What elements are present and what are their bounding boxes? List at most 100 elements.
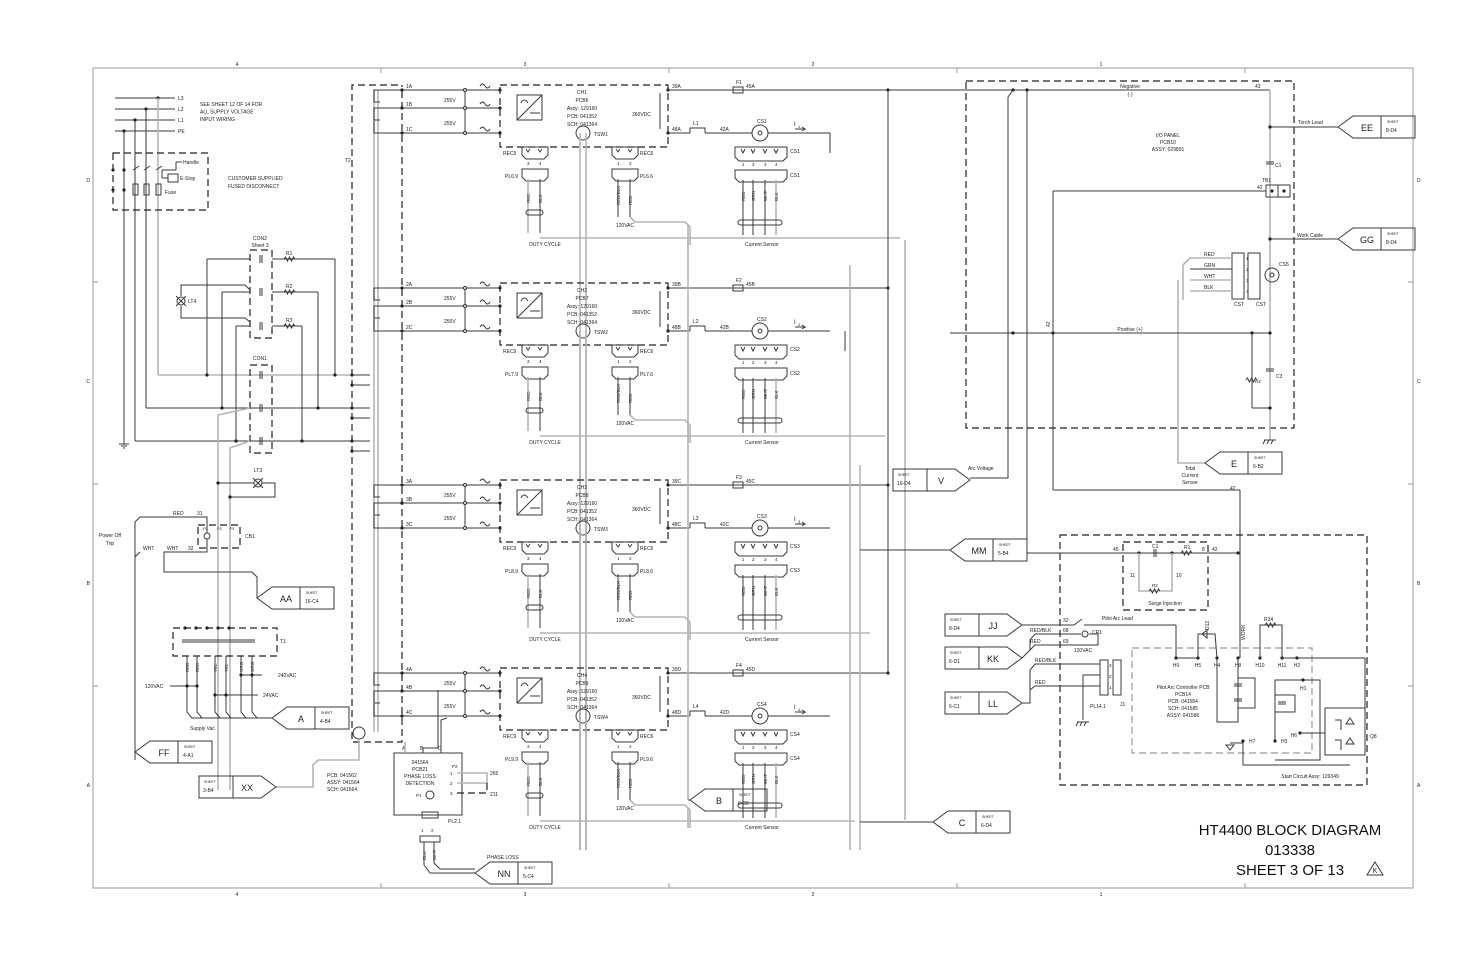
phase-label: 3C [406, 522, 413, 528]
label: 255V [444, 296, 456, 302]
wire-color-label: RED [741, 191, 746, 201]
sheet-caption: SHEET [950, 651, 963, 655]
label: 120VAC [616, 806, 635, 812]
label: RED [1035, 680, 1046, 686]
wire-color-label: BLK [538, 392, 543, 401]
ac-icon [479, 521, 491, 527]
offpage-sheet-box [314, 706, 350, 730]
label: CON2 [253, 236, 267, 242]
current-sensor-label: Current Sensor [745, 242, 779, 248]
label: PL8.9 [505, 569, 518, 575]
label: 3 [798, 519, 801, 524]
label: P1 [416, 793, 422, 798]
sheet-caption: SHEET [1387, 232, 1400, 236]
pin-icon [525, 346, 531, 351]
arrow-icon [795, 324, 807, 330]
label: 1 [742, 745, 745, 750]
wire [1275, 694, 1296, 713]
fuse-icon [732, 669, 744, 677]
label: 120VAC [616, 618, 635, 624]
label: 360VDC [632, 112, 651, 118]
offpage-sheet-box [992, 538, 1028, 562]
wire [1230, 742, 1350, 766]
wire [1029, 685, 1100, 691]
wire-color-label: GRN [751, 774, 756, 784]
phase-label: 3A [406, 479, 413, 485]
label: PL9.6 [640, 757, 653, 763]
label: 4 [539, 359, 542, 364]
phase-label: 1A [406, 84, 413, 90]
label: 2 [629, 744, 632, 749]
wire-color-label: RED [741, 389, 746, 399]
wire-color-label: RED [628, 393, 633, 403]
current-sensor-icon [751, 519, 769, 537]
wire-color-label: RED [628, 195, 633, 205]
label: Total [1185, 466, 1196, 472]
module-info: CH4 [577, 673, 587, 679]
winding-icon [373, 672, 380, 717]
label: R34 [1264, 617, 1273, 623]
pin-icon [762, 543, 768, 550]
sheet-caption: SHEET [950, 696, 963, 700]
converter-icon [516, 489, 543, 516]
label: TSW4 [594, 715, 608, 721]
bridge-node [463, 131, 467, 135]
label: 2 [752, 745, 755, 750]
fuse-icon [732, 481, 744, 489]
module-info: PCB: 041352 [567, 697, 597, 703]
junction-dot [400, 501, 404, 505]
wire [1082, 674, 1100, 720]
wire [230, 482, 276, 498]
wire [155, 165, 163, 171]
current-sensor-label: Current Sensor [745, 637, 779, 643]
output-positive-label: 39B [672, 282, 682, 288]
label: PL9.9 [505, 757, 518, 763]
label: Surge Injection [1148, 601, 1182, 607]
wire [163, 539, 258, 598]
label: H1 [1300, 686, 1307, 692]
inductor-icon [689, 127, 706, 133]
wire-color-label: BLK [774, 587, 779, 596]
row-marker: D [86, 178, 90, 184]
offpage-arrow-icon [978, 691, 1023, 715]
pin-icon [740, 731, 746, 738]
pin-icon [537, 731, 543, 736]
label: 2 [629, 556, 632, 561]
label: Start Circuit Assy: 129349 [1281, 774, 1339, 780]
ac-icon [479, 281, 491, 287]
junction-dot [122, 168, 126, 172]
label: Sheet 3 [251, 243, 268, 249]
sheet-ref: 16-D4 [897, 481, 911, 487]
junction-dot [498, 501, 502, 505]
label: 11 [1130, 573, 1135, 579]
label: CS4 [790, 756, 800, 762]
label: CR1 [1092, 630, 1102, 636]
label: 1 [742, 557, 745, 562]
supply-line-label: L2 [178, 107, 184, 113]
label: 10 [1176, 573, 1182, 579]
pin-icon [750, 543, 756, 550]
wire [217, 407, 251, 790]
junction-dot [498, 304, 502, 308]
junction-dot [400, 106, 404, 110]
arrow-icon [795, 521, 807, 527]
resistor-icon [1264, 621, 1277, 629]
label: 2 [629, 359, 632, 364]
sheet-caption: SHEET [950, 618, 963, 622]
label: 1 [742, 162, 745, 167]
sheet-caption: SHEET [1254, 456, 1267, 460]
bridge-node [463, 483, 467, 487]
label: 3 [527, 161, 530, 166]
bridge-node [463, 329, 467, 333]
output-negative-label: 48C [672, 522, 682, 528]
label: CS1 [790, 149, 800, 155]
module-info: SCH: 041364 [567, 320, 597, 326]
pin-icon [627, 543, 633, 548]
plug-cs [734, 169, 788, 183]
junction-dot [400, 286, 404, 290]
sheet-ref: 5-C4 [523, 874, 534, 880]
junction-dot [400, 671, 404, 675]
pin-icon [525, 543, 531, 548]
wire [1345, 717, 1355, 745]
label: RED [1030, 639, 1041, 645]
